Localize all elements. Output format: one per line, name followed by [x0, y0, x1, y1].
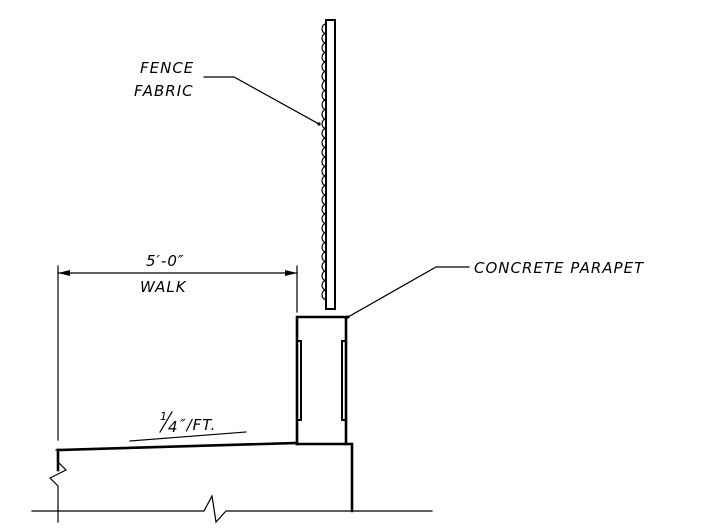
fence-fabric-mesh [321, 23, 327, 301]
walk-slab-top [56, 441, 299, 452]
fence-fabric-leader-dot [317, 122, 321, 126]
slope-numerator: 1 [160, 410, 167, 423]
slope-fraction-bar [159, 411, 173, 433]
concrete-parapet-label: CONCRETE PARAPET [474, 259, 645, 277]
fence-fabric-loops [321, 23, 327, 301]
slope-unit: ″/FT. [180, 416, 216, 434]
left-break-line [48, 461, 68, 523]
dimension-arrow-left [58, 270, 70, 276]
fence-post [325, 19, 336, 310]
fence-fabric-leader [203, 76, 320, 125]
fence-fabric-label-line1: FENCE [140, 59, 194, 77]
parapet-recess-right [341, 340, 347, 421]
concrete-parapet [295, 315, 348, 446]
fence-fabric-label-line2: FABRIC [134, 82, 194, 100]
dimension-label: 5′-0″ [146, 252, 185, 270]
parapet-recess-left [296, 340, 302, 421]
parapet-leader [347, 266, 470, 318]
slope-denominator: 4 [168, 418, 179, 436]
slope-underline [129, 431, 247, 442]
slab-right-face [295, 442, 354, 513]
parapet-leader-dot [346, 315, 350, 319]
bottom-break-line [31, 494, 433, 524]
dimension-arrow-right [285, 270, 297, 276]
walk-label: WALK [140, 278, 187, 296]
